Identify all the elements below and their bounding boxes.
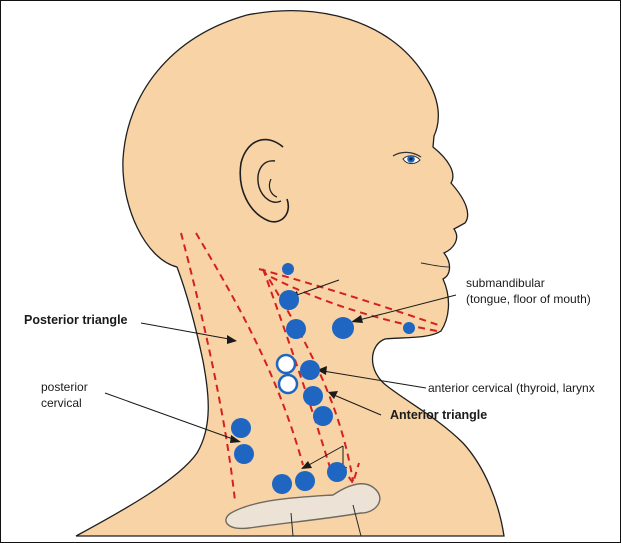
lymph-node [300,360,320,380]
lymph-node [286,319,306,339]
lymph-node [403,322,415,334]
lymph-node [279,290,299,310]
label-submandibular-detail: (tongue, floor of mouth) [466,292,591,306]
label-anterior-triangle: Anterior triangle [390,408,487,422]
lymph-node-hollow [279,375,297,393]
lymph-node [282,263,294,275]
label-submandibular: submandibular [466,276,545,290]
lymph-node [234,444,254,464]
lymph-node [303,386,323,406]
lymph-node [332,317,354,339]
lymph-node [313,406,333,426]
lymph-node-hollow [277,355,295,373]
label-posterior-cervical-line2: cervical [41,396,82,410]
label-posterior-triangle: Posterior triangle [24,313,128,327]
lymph-node [327,462,347,482]
lymph-node [272,474,292,494]
label-posterior-cervical-line1: posterior [41,380,88,394]
lymph-node [231,418,251,438]
lymph-node [295,471,315,491]
label-anterior-cervical: anterior cervical (thyroid, larynx [428,381,595,395]
